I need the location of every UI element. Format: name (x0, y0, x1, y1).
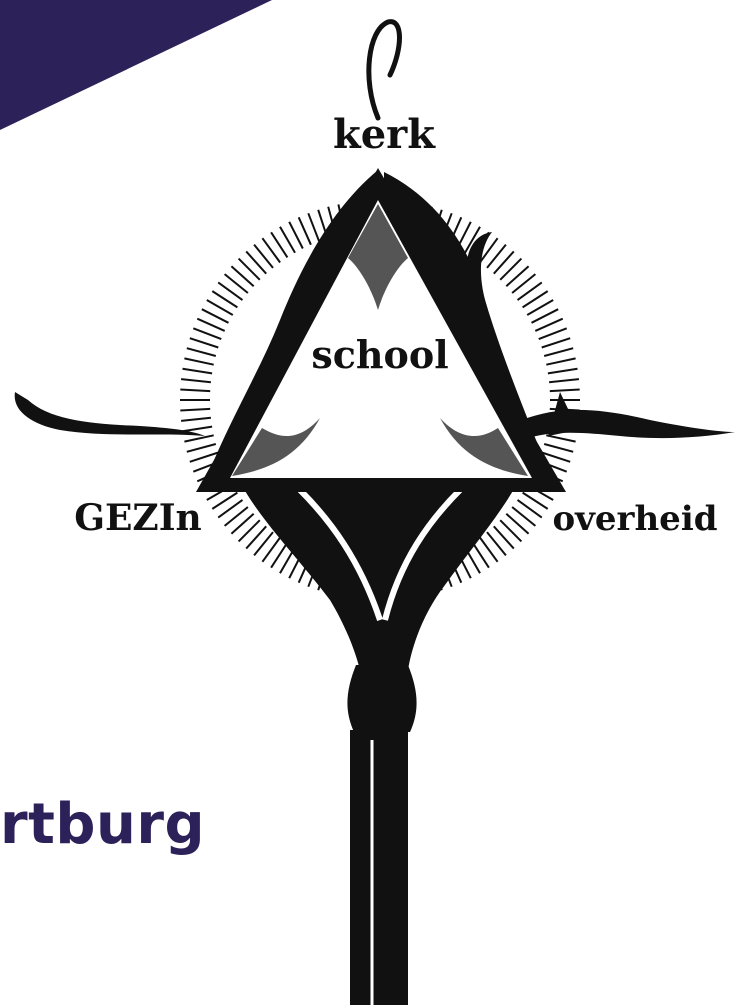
lower-mass (240, 482, 518, 670)
brand-name-text: rtburg (0, 790, 205, 860)
sunburst-ray (181, 418, 211, 421)
sunburst-ray (197, 319, 224, 331)
sunburst-ray (180, 390, 210, 392)
label-kerk: kerk (333, 111, 436, 158)
sunburst-ray (548, 369, 578, 374)
sunburst-ray (190, 338, 219, 347)
label-overheid: overheid (552, 499, 717, 539)
sunburst-ray (299, 217, 311, 244)
sunburst-ray (535, 319, 562, 331)
sunburst-ray (184, 358, 213, 364)
sunburst-ray (181, 379, 211, 382)
sunburst-ray (183, 369, 213, 374)
sunburst-ray (544, 444, 573, 452)
sunburst-ray (542, 338, 571, 347)
sunburst-ray (187, 348, 216, 356)
sunburst-ray (546, 435, 575, 441)
sunburst-ray (308, 213, 319, 241)
sunburst-ray (180, 409, 210, 411)
sunburst-ray (550, 390, 580, 392)
staff-pole (350, 730, 408, 1005)
sunburst-ray (193, 328, 221, 339)
sunburst-ray (184, 435, 213, 441)
sunburst-ray (549, 379, 579, 382)
hook-ornament (369, 22, 400, 118)
label-gezin: GEZIn (74, 497, 201, 539)
sunburst-ray (546, 358, 575, 364)
sunburst-ray (539, 328, 567, 339)
sunburst-ray (187, 444, 216, 452)
left-tendril (15, 392, 205, 436)
staff-collar (347, 665, 416, 732)
label-school: school (311, 332, 448, 377)
sunburst-ray (183, 427, 213, 432)
sunburst-ray (544, 348, 573, 356)
